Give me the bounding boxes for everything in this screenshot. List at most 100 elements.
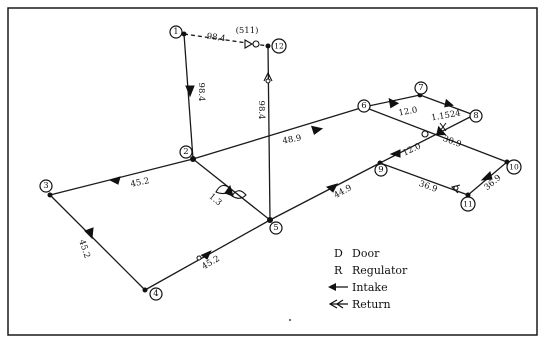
return-arrow-5-12 bbox=[263, 71, 273, 82]
door-2-5-symbol-b bbox=[231, 190, 247, 199]
node-5: 5 bbox=[267, 217, 283, 235]
node-5-junction bbox=[267, 217, 273, 223]
node-11-number: 11 bbox=[463, 200, 473, 209]
legend-regulator-label: Regulator bbox=[352, 264, 408, 277]
flow-label-5-12: 98.4 bbox=[256, 101, 266, 120]
marker-4-5 bbox=[196, 255, 202, 261]
regulator-right-circle bbox=[421, 130, 429, 138]
node-9: 9 bbox=[374, 160, 388, 177]
door-2-5 bbox=[215, 184, 247, 199]
legend-return: Return bbox=[328, 298, 391, 311]
node-6-number: 6 bbox=[361, 101, 366, 111]
intake-arrow-6-7 bbox=[388, 97, 400, 109]
legend-door-label: Door bbox=[352, 247, 380, 260]
legend-regulator-symbol: R bbox=[334, 264, 343, 277]
branch-3-4 bbox=[49, 194, 146, 291]
node-2: 2 bbox=[179, 145, 196, 162]
regulator-right-label: 1.1524 bbox=[430, 108, 461, 123]
diagram-frame bbox=[7, 7, 538, 336]
node-12-ring bbox=[271, 38, 287, 54]
intake-arrow-7-8 bbox=[444, 98, 454, 108]
flow-label-1-12: 98.4 bbox=[206, 32, 226, 45]
node-8-number: 8 bbox=[473, 111, 478, 121]
node-10-number: 10 bbox=[509, 163, 519, 172]
legend-return-arrow-icon-2 bbox=[335, 299, 344, 309]
flow-label-2-3: 45.2 bbox=[130, 176, 151, 190]
legend-door: D Door bbox=[334, 247, 380, 260]
node-6: 6 bbox=[357, 99, 371, 113]
node-11-ring bbox=[460, 196, 476, 212]
legend-intake-arrow-icon bbox=[328, 283, 336, 291]
node-11-junction bbox=[465, 192, 471, 198]
regulator-right bbox=[421, 122, 447, 138]
branch-2-6 bbox=[192, 106, 365, 160]
legend-intake-label: Intake bbox=[352, 281, 388, 294]
flow-label-2-5: 1.3 bbox=[207, 192, 224, 208]
door-2-5-symbol-a bbox=[215, 184, 233, 195]
node-1-junction bbox=[181, 31, 187, 37]
node-5-number: 5 bbox=[273, 223, 278, 233]
node-4: 4 bbox=[142, 287, 163, 301]
node-2-junction bbox=[190, 156, 196, 162]
legend-regulator: R Regulator bbox=[334, 264, 408, 277]
node-4-number: 4 bbox=[153, 289, 158, 299]
node-2-number: 2 bbox=[183, 147, 188, 157]
speck bbox=[289, 319, 291, 321]
intake-arrow-2-3 bbox=[108, 176, 121, 185]
intake-arrow-10-11 bbox=[480, 171, 493, 181]
flow-label-1-2: 98.4 bbox=[196, 83, 206, 102]
legend-return-label: Return bbox=[352, 298, 391, 311]
intake-arrow-2-6 bbox=[310, 125, 324, 136]
node-4-junction bbox=[142, 287, 148, 293]
regulators bbox=[196, 39, 447, 261]
node-4-ring bbox=[149, 287, 163, 301]
node-12-junction bbox=[265, 43, 271, 49]
node-6-ring bbox=[357, 99, 371, 113]
node-8: 8 bbox=[469, 109, 483, 123]
regulator-right-x bbox=[439, 122, 447, 132]
node-7-number: 7 bbox=[418, 83, 423, 93]
flow-label-9-8: 12.0 bbox=[401, 141, 422, 158]
regulator-top bbox=[244, 39, 260, 49]
legend: D Door R Regulator Intake Return bbox=[328, 247, 408, 311]
legend-intake: Intake bbox=[328, 281, 388, 294]
return-marker-9-11 bbox=[453, 185, 459, 191]
intake-arrow-4-5 bbox=[200, 250, 212, 260]
node-12: 12 bbox=[265, 38, 287, 54]
branches bbox=[49, 33, 508, 291]
intake-arrow-9-8 bbox=[389, 149, 401, 158]
node-12-number: 12 bbox=[274, 42, 284, 51]
node-3-ring bbox=[39, 179, 53, 193]
node-9-number: 9 bbox=[378, 165, 383, 175]
regulator-top-symbol bbox=[244, 39, 254, 49]
regulator-top-circle bbox=[252, 40, 260, 48]
node-7: 7 bbox=[414, 81, 428, 98]
node-10: 10 bbox=[504, 159, 522, 175]
node-10-ring bbox=[506, 159, 522, 175]
intake-arrow-1-2 bbox=[185, 85, 195, 98]
branch-5-9 bbox=[269, 162, 381, 221]
flow-label-2-6: 48.9 bbox=[282, 133, 302, 146]
return-marker-5-12 bbox=[265, 78, 271, 84]
branch-9-11 bbox=[379, 162, 469, 196]
node-1-ring bbox=[169, 25, 183, 39]
intake-arrow-5-9 bbox=[325, 183, 338, 193]
flow-label-6-7: 12.0 bbox=[398, 105, 418, 118]
node-8-ring bbox=[469, 109, 483, 123]
flow-label-9-11: 36.9 bbox=[417, 179, 438, 195]
regulator-top-label: (511) bbox=[236, 25, 259, 36]
node-2-ring bbox=[179, 145, 193, 159]
branch-12-5 bbox=[267, 45, 271, 221]
intake-arrow-3-4 bbox=[84, 227, 94, 240]
node-9-ring bbox=[374, 163, 388, 177]
return-arrow-9-11 bbox=[450, 184, 461, 194]
node-1-number: 1 bbox=[173, 27, 178, 37]
node-7-ring bbox=[414, 81, 428, 95]
node-3-junction bbox=[47, 192, 53, 198]
branch-1-2 bbox=[183, 33, 194, 160]
flow-labels: 98.4 98.4 98.4 48.9 45.2 1.3 45.2 45.2 4… bbox=[76, 32, 503, 272]
branch-2-3 bbox=[49, 158, 194, 196]
intake-arrow-6-10 bbox=[436, 125, 447, 136]
